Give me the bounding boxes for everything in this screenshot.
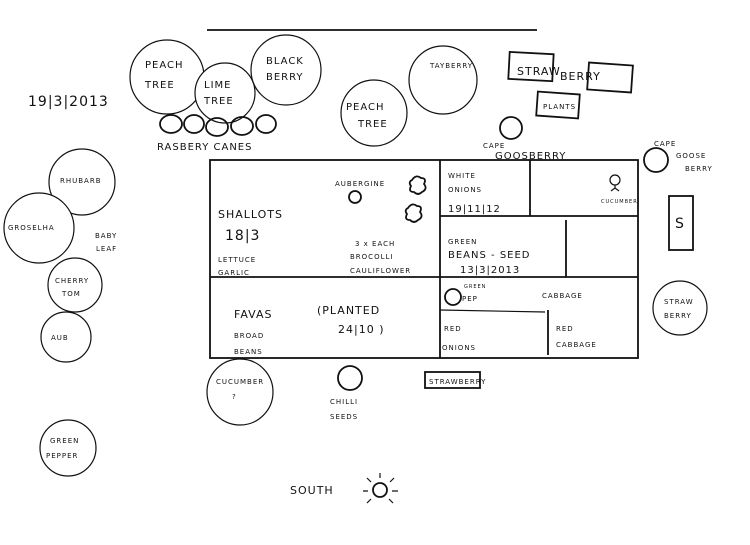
plan-label: 24|10 ) bbox=[338, 323, 385, 336]
plan-label: TREE bbox=[144, 80, 175, 91]
plan-label: RHUBARB bbox=[60, 177, 102, 185]
plan-label: AUBERGINE bbox=[335, 180, 385, 188]
plan-label: (PLANTED bbox=[317, 304, 380, 317]
plan-label: CUCUMBER bbox=[216, 378, 264, 386]
plan-label: CAULIFLOWER bbox=[350, 267, 411, 275]
plan-label: 13|3|2013 bbox=[460, 265, 520, 276]
plan-label: PLANTS bbox=[543, 103, 576, 111]
plan-label: GOOSE bbox=[676, 152, 706, 160]
plan-label: CHILLI bbox=[330, 398, 358, 406]
plan-label: 3 x EACH bbox=[355, 240, 395, 248]
plan-label: 19|11|12 bbox=[448, 204, 501, 215]
plan-label: ONIONS bbox=[442, 344, 476, 352]
plan-label: BROCOLLI bbox=[350, 253, 393, 261]
plan-label: STRAW bbox=[664, 298, 694, 306]
blackberry: BLACK BERRY bbox=[250, 34, 322, 106]
plan-label: CHERRY bbox=[55, 277, 89, 285]
plan-label: LETTUCE bbox=[218, 256, 256, 264]
plan-label: RASBERY CANES bbox=[157, 142, 252, 153]
plan-label: 18|3 bbox=[225, 228, 260, 244]
plan-label: RED bbox=[556, 325, 574, 333]
left-column-plants: RHUBARB GROSELHA BABY LEAF CHERRY TOM AU… bbox=[3, 148, 117, 477]
plan-date: 19|3|2013 bbox=[28, 94, 109, 110]
plan-label: GREEN bbox=[50, 437, 79, 445]
plan-label: BERRY bbox=[266, 72, 304, 83]
plan-label: CAPE bbox=[654, 140, 676, 148]
plan-label: BROAD bbox=[234, 332, 264, 340]
sun-icon bbox=[363, 473, 398, 504]
plan-label: BERRY bbox=[560, 70, 601, 83]
cape-gooseberry-1: CAPE GOOSBERRY bbox=[483, 116, 566, 162]
plan-label: GREEN bbox=[448, 238, 477, 246]
plan-label: ONIONS bbox=[448, 186, 482, 194]
plan-label: GOOSBERRY bbox=[495, 151, 566, 162]
plan-label: PEP bbox=[462, 295, 478, 303]
plan-label: FAVAS bbox=[234, 308, 272, 321]
cape-gooseberry-2: CAPE GOOSE BERRY bbox=[643, 140, 713, 173]
peach-tree-1: PEACH TREE bbox=[129, 39, 205, 115]
plan-label: CABBAGE bbox=[556, 341, 597, 349]
plan-label: LIME bbox=[204, 80, 231, 91]
plan-label: TOM bbox=[61, 290, 81, 298]
plan-label: GARLIC bbox=[218, 269, 250, 277]
plan-label: STRAWBERRY bbox=[429, 378, 486, 386]
plan-label: GROSELHA bbox=[8, 224, 55, 232]
strawberry-right: STRAW BERRY bbox=[652, 280, 708, 336]
s-box: S bbox=[668, 195, 694, 251]
plan-label: ? bbox=[232, 393, 237, 401]
plan-label: BLACK bbox=[266, 56, 304, 67]
plan-label: BEANS bbox=[234, 348, 263, 356]
plan-label: S bbox=[675, 216, 685, 232]
plan-label: BERRY bbox=[685, 165, 713, 173]
plan-label: WHITE bbox=[448, 172, 476, 180]
plan-label: CUCUMBER bbox=[601, 199, 638, 205]
plan-label: STRAW bbox=[517, 65, 561, 78]
plan-label: CABBAGE bbox=[542, 292, 583, 300]
tayberry: TAYBERRY bbox=[408, 45, 478, 115]
plan-label: BERRY bbox=[664, 312, 692, 320]
plan-label: LEAF bbox=[96, 245, 117, 253]
plan-label: TAYBERRY bbox=[429, 62, 473, 70]
plan-label: GREEN bbox=[464, 284, 486, 290]
plan-label: SEEDS bbox=[330, 413, 358, 421]
plan-label: BABY bbox=[95, 232, 117, 240]
plan-label: RED bbox=[444, 325, 462, 333]
main-bed: SHALLOTS 18|3 LETTUCE GARLIC AUBERGINE 3… bbox=[209, 159, 639, 359]
shallots-label: SHALLOTS bbox=[218, 208, 283, 221]
plan-label: BEANS - SEED bbox=[448, 250, 531, 261]
plan-label: PEACH bbox=[346, 102, 385, 113]
plan-label: AUB bbox=[51, 334, 69, 342]
plan-label: TREE bbox=[203, 96, 234, 107]
peach-tree-2: PEACH TREE bbox=[340, 79, 408, 147]
strawberry-plants: STRAW BERRY PLANTS bbox=[507, 50, 634, 120]
raspberry-canes: RASBERY CANES bbox=[157, 114, 277, 153]
plan-label: PEPPER bbox=[46, 452, 78, 460]
lime-tree: LIME TREE bbox=[194, 62, 256, 124]
plan-label: TREE bbox=[357, 119, 388, 130]
plan-label: CAPE bbox=[483, 142, 505, 150]
plan-label: PEACH bbox=[145, 60, 184, 71]
bottom-plants: CUCUMBER ? CHILLI SEEDS STRAWBERRY SOUTH bbox=[206, 358, 486, 504]
south-label: SOUTH bbox=[290, 484, 334, 497]
